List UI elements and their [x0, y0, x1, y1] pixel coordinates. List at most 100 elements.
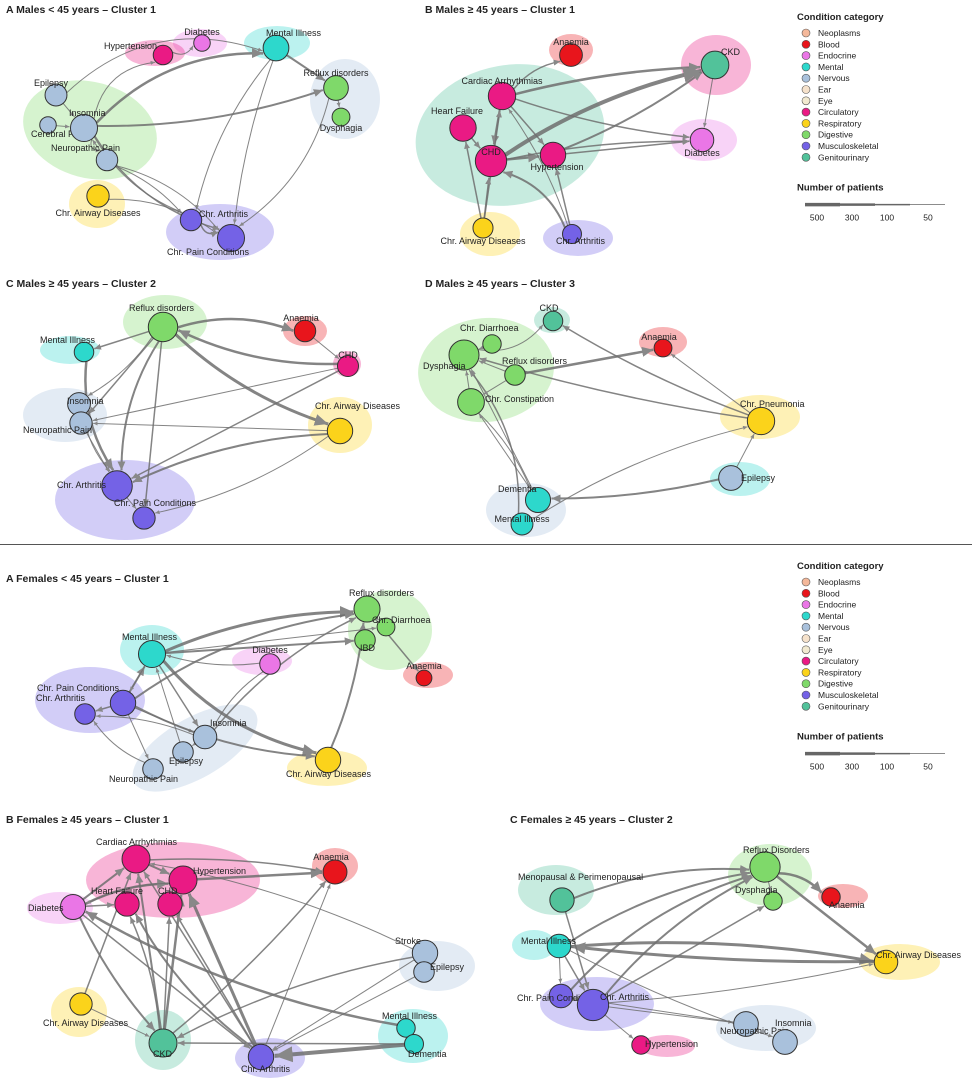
node-label: Epilepsy [169, 756, 204, 766]
edge-chd-ckd [504, 66, 702, 157]
node-chr-pneumonia[interactable] [746, 406, 776, 436]
edge-chd-art [131, 370, 340, 480]
node-anaemia[interactable] [415, 669, 433, 687]
edge-ref-pai [239, 97, 330, 227]
node-dementia[interactable] [524, 486, 552, 514]
node-chr-airway-diseases[interactable] [69, 992, 93, 1016]
legend-title: Condition category [797, 561, 884, 572]
node-chd[interactable] [157, 891, 183, 917]
node-chr-pain-conditions[interactable] [109, 689, 137, 717]
node-mental-illness[interactable] [73, 341, 95, 363]
node-diabetes[interactable] [59, 893, 87, 921]
node-chr-airway-diseases[interactable] [86, 184, 110, 208]
node-chr-arthritis[interactable] [576, 988, 610, 1022]
legend-swatch-ear [801, 634, 811, 643]
node-diabetes[interactable] [689, 127, 715, 153]
node-chr-arthritis[interactable] [562, 224, 582, 244]
size-legend-title: Number of patients [797, 183, 884, 194]
node-reflux-disorders[interactable] [353, 595, 381, 623]
node-anaemia[interactable] [653, 338, 673, 358]
node-reflux-disorders[interactable] [147, 311, 179, 343]
edge-con-dys [465, 370, 470, 389]
edge-ref-ana [177, 317, 294, 332]
legend-item-mental: Mental [818, 62, 844, 72]
node-diabetes[interactable] [193, 34, 211, 52]
node-ibd[interactable] [354, 629, 376, 651]
node-hypertension[interactable] [168, 865, 198, 895]
legend-item-digestive: Digestive [818, 130, 853, 140]
node-mental-illness[interactable] [137, 639, 167, 669]
node-epilepsy[interactable] [172, 741, 194, 763]
node-label: Diabetes [684, 148, 720, 158]
node-chr-arthritis[interactable] [247, 1043, 275, 1071]
node-chr-arthritis[interactable] [74, 703, 96, 725]
node-epilepsy[interactable] [44, 83, 68, 107]
node-mental-illness[interactable] [510, 512, 534, 536]
edge-ref-ins [87, 336, 153, 397]
node-mental-illness[interactable] [546, 933, 572, 959]
node-hypertension[interactable] [539, 141, 567, 169]
node-chr-pain-conditions[interactable] [216, 223, 246, 253]
node-cardiac-arrhythmias[interactable] [487, 81, 517, 111]
node-neuropathic-pain[interactable] [69, 411, 93, 435]
node-epilepsy[interactable] [413, 961, 435, 983]
node-anaemia[interactable] [322, 859, 348, 885]
node-chr-arthritis[interactable] [101, 470, 133, 502]
node-epilepsy[interactable] [718, 465, 744, 491]
node-anaemia[interactable] [559, 43, 583, 67]
node-anaemia[interactable] [293, 319, 317, 343]
edge-art-ref [604, 876, 753, 996]
node-ckd[interactable] [148, 1028, 178, 1058]
node-anaemia[interactable] [821, 887, 841, 907]
node-chr-pain-conditions[interactable] [548, 983, 574, 1009]
node-label: CHD [338, 350, 358, 360]
edge-neu-art [93, 720, 146, 764]
node-chr-airway-diseases[interactable] [873, 949, 899, 975]
legend-item-neoplasms: Neoplasms [818, 577, 861, 587]
node-chd[interactable] [336, 354, 360, 378]
node-hypertension[interactable] [152, 44, 174, 66]
size-legend-title: Number of patients [797, 732, 884, 743]
node-neuropathic-pain[interactable] [733, 1011, 759, 1037]
node-chr-airway-diseases[interactable] [472, 217, 494, 239]
node-insomnia[interactable] [772, 1029, 798, 1055]
node-label: Hypertension [530, 162, 583, 172]
node-menopausal-perimenopausal[interactable] [549, 887, 575, 913]
node-heart-failure[interactable] [449, 114, 477, 142]
node-chr-airway-diseases[interactable] [326, 417, 354, 445]
node-mental-illness[interactable] [262, 34, 290, 62]
node-chd[interactable] [474, 144, 508, 178]
node-label: Hypertension [104, 41, 157, 51]
edge-ref-neu [88, 337, 155, 415]
node-ckd[interactable] [542, 310, 564, 332]
node-neuropathic-pain[interactable] [95, 148, 119, 172]
node-dysphagia[interactable] [763, 891, 783, 911]
node-ckd[interactable] [700, 50, 730, 80]
node-chr-diarrhoea[interactable] [376, 617, 396, 637]
legend-item-eye: Eye [818, 96, 833, 106]
node-dysphagia[interactable] [331, 107, 351, 127]
node-reflux-disorders[interactable] [323, 75, 349, 101]
node-chr-diarrhoea[interactable] [482, 334, 502, 354]
node-neuropathic-pain[interactable] [142, 758, 164, 780]
node-insomnia[interactable] [69, 113, 99, 143]
node-chr-arthritis[interactable] [179, 208, 203, 232]
node-reflux-disorders[interactable] [504, 364, 526, 386]
node-cerebral-palsy[interactable] [39, 116, 57, 134]
node-dysphagia[interactable] [448, 339, 480, 371]
edge-caw-art [132, 433, 328, 484]
node-chr-constipation[interactable] [457, 388, 485, 416]
node-chr-airway-diseases[interactable] [314, 746, 342, 774]
node-dementia[interactable] [404, 1034, 424, 1054]
node-label: Chr. Airway Diseases [440, 236, 526, 246]
node-cardiac-arrhythmias[interactable] [121, 844, 151, 874]
node-mental-illness[interactable] [396, 1018, 416, 1038]
node-insomnia[interactable] [192, 724, 218, 750]
edge-caw-pai [108, 198, 218, 235]
node-heart-failure[interactable] [114, 891, 140, 917]
node-reflux-disorders[interactable] [749, 851, 781, 883]
node-diabetes[interactable] [259, 653, 281, 675]
node-chr-pain-conditions[interactable] [132, 506, 156, 530]
edge-men-ref [573, 865, 750, 899]
node-hypertension[interactable] [631, 1035, 651, 1055]
